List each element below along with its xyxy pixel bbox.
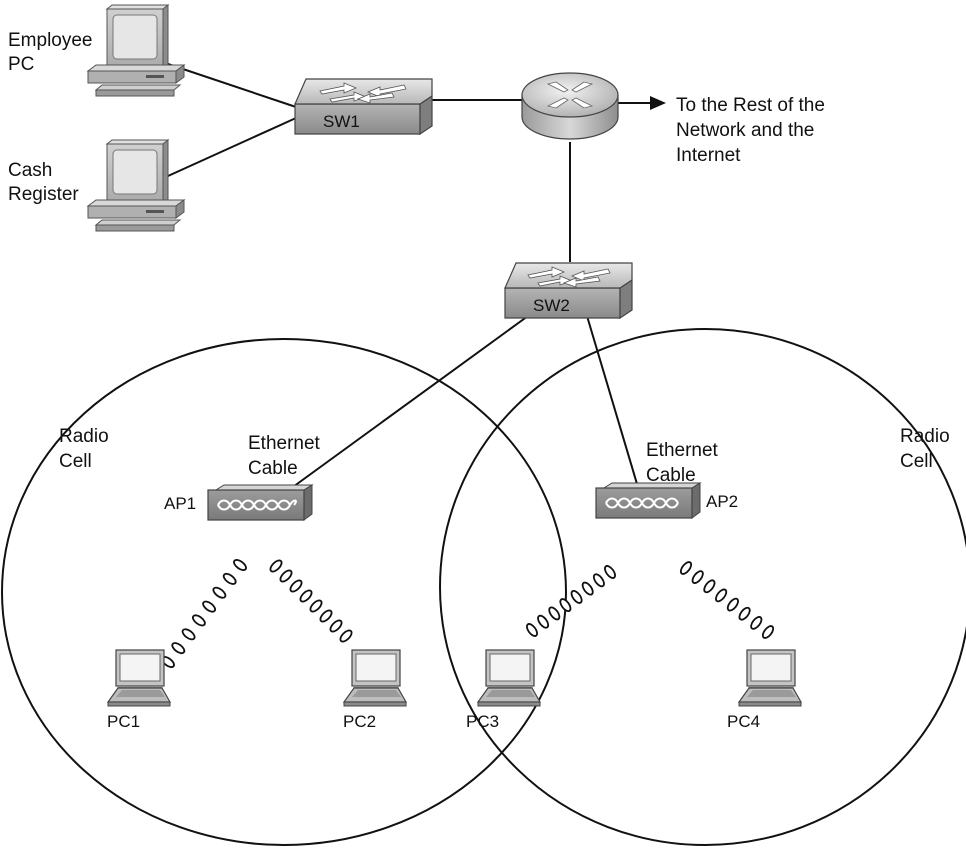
radio-wave-segment: [339, 629, 353, 643]
radio-cell-left-label: Radio Cell: [59, 426, 109, 472]
employee-pc: Employee PC: [8, 4, 185, 97]
cash-register: Cash Register: [8, 139, 185, 232]
radio-wave-segment: [289, 579, 303, 593]
radio-wave-segment: [319, 609, 333, 623]
ethernet-cable-left-label: Ethernet Cable: [248, 433, 321, 479]
access-point-ap1: AP1: [164, 484, 314, 521]
switch-icon: [294, 78, 433, 136]
radio-signal-ap2-pc4: [679, 561, 775, 639]
radio-cell-right: [439, 328, 966, 846]
internet-line1: To the Rest of the: [676, 95, 825, 116]
ethernet-cable-right-line1: Ethernet: [646, 440, 719, 461]
radio-wave-segment: [750, 616, 763, 630]
radio-cell-left: [1, 338, 567, 846]
radio-wave-segment: [526, 623, 538, 637]
desktop-pc-icon: [87, 139, 185, 232]
radio-wave-segment: [233, 559, 247, 571]
radio-wave-segment: [715, 588, 728, 603]
laptop-pc3: PC3: [466, 649, 541, 731]
radio-wave-segment: [548, 606, 561, 621]
laptop-pc2: PC2: [343, 649, 407, 731]
radio-wave-segment: [202, 600, 217, 613]
cash-register-label-line2: Register: [8, 184, 79, 205]
switch-sw1: SW1: [294, 78, 433, 136]
laptop-icon: [107, 649, 171, 707]
sw2-label: SW2: [533, 296, 570, 315]
radio-wave-segment: [181, 628, 196, 641]
radio-wave-segment: [269, 559, 283, 573]
radio-wave-segment: [279, 569, 293, 583]
router-icon: [521, 72, 619, 140]
switch-sw2: SW2: [504, 262, 633, 320]
radio-signal-ap1-pc2: [269, 559, 353, 643]
access-point-ap2: AP2: [595, 482, 738, 519]
pc4-label: PC4: [727, 712, 760, 731]
ethernet-cable-right-label: Ethernet Cable: [646, 440, 719, 486]
radio-cell-right-label: Radio Cell: [900, 426, 950, 472]
radio-wave-segment: [299, 589, 313, 603]
radio-wave-segment: [604, 565, 616, 579]
ethernet-cable-left-line1: Ethernet: [248, 433, 321, 454]
radio-cell-left-line1: Radio: [59, 426, 109, 447]
radio-wave-segment: [726, 597, 739, 612]
radio-wave-segment: [761, 625, 775, 639]
internet-arrow: [616, 96, 666, 110]
pc3-label: PC3: [466, 712, 499, 731]
radio-wave-segment: [329, 619, 343, 633]
radio-wave-segment: [222, 572, 237, 585]
access-point-icon: [595, 482, 702, 519]
radio-wave-segment: [581, 581, 594, 596]
radio-wave-segment: [559, 598, 572, 613]
radio-wave-segment: [738, 606, 751, 621]
radio-wave-segment: [171, 642, 186, 655]
link-sw2-ap1: [274, 315, 529, 501]
links: [167, 63, 641, 501]
radio-wave-segment: [212, 586, 227, 599]
radio-wave-segment: [570, 589, 583, 604]
ethernet-cable-left-line2: Cable: [248, 458, 298, 479]
radio-signal-ap1-pc1: [161, 559, 247, 668]
laptop-icon: [738, 649, 802, 707]
radio-wave-segment: [309, 599, 323, 613]
pc1-label: PC1: [107, 712, 140, 731]
laptop-icon: [343, 649, 407, 707]
radio-cell-right-line2: Cell: [900, 451, 933, 472]
employee-pc-label-line2: PC: [8, 54, 34, 75]
pc2-label: PC2: [343, 712, 376, 731]
radio-wave-segment: [537, 614, 550, 629]
employee-pc-label-line1: Employee: [8, 30, 93, 51]
laptop-pc4: PC4: [727, 649, 802, 731]
desktop-pc-icon: [87, 4, 185, 97]
laptop-icon: [477, 649, 541, 707]
radio-wave-segment: [691, 570, 704, 584]
ap2-label: AP2: [706, 492, 738, 511]
radio-cell-right-line1: Radio: [900, 426, 950, 447]
router: [521, 72, 619, 140]
radio-cell-left-line2: Cell: [59, 451, 92, 472]
ap1-label: AP1: [164, 494, 196, 513]
switch-icon: [504, 262, 633, 320]
radio-wave-segment: [679, 561, 693, 575]
access-point-icon: [207, 484, 314, 521]
internet-line2: Network and the: [676, 120, 814, 141]
radio-wave-segment: [703, 579, 716, 594]
radio-signal-ap2-pc3: [526, 565, 616, 637]
internet-line3: Internet: [676, 145, 741, 166]
sw1-label: SW1: [323, 112, 360, 131]
cash-register-label-line1: Cash: [8, 160, 52, 181]
link-sw2-ap2: [586, 315, 641, 495]
ethernet-cable-right-line2: Cable: [646, 465, 696, 486]
link-employee-pc-sw1: [167, 63, 297, 108]
radio-wave-segment: [592, 573, 605, 588]
internet-annotation: To the Rest of the Network and the Inter…: [676, 95, 825, 166]
radio-wave-segment: [191, 614, 206, 627]
link-cash-register-sw1: [167, 117, 297, 177]
laptop-pc1: PC1: [107, 649, 171, 731]
